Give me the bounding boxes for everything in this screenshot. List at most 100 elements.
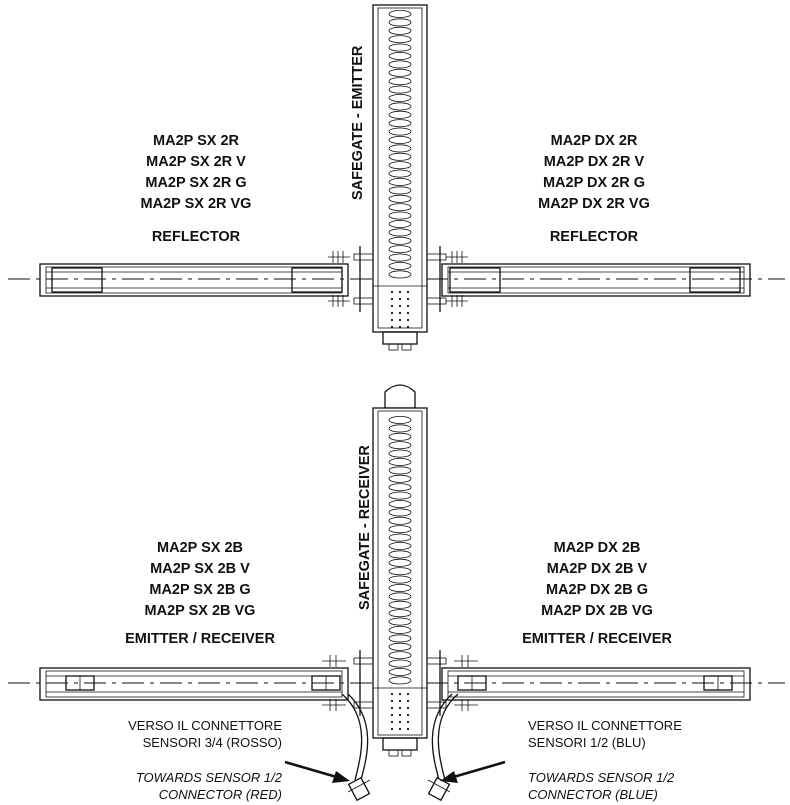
vent-dot xyxy=(390,720,394,724)
model-label: MA2P DX 2R G xyxy=(543,175,645,191)
receiver-column xyxy=(372,384,428,757)
vent-dot xyxy=(398,311,402,315)
led-element xyxy=(388,533,412,542)
led-element xyxy=(388,203,412,212)
type-label: EMITTER / RECEIVER xyxy=(125,631,275,647)
type-label: EMITTER / RECEIVER xyxy=(522,631,672,647)
led-element xyxy=(388,474,412,483)
top-brackets xyxy=(328,246,468,312)
vent-dot xyxy=(390,699,394,703)
note-line: TOWARDS SENSOR 1/2 xyxy=(528,770,675,785)
model-label: MA2P SX 2R V xyxy=(146,154,246,170)
led-element xyxy=(388,499,412,508)
led-element xyxy=(388,85,412,94)
led-element xyxy=(388,609,412,618)
top-left-labels: MA2P SX 2R MA2P SX 2R V MA2P SX 2R G MA2… xyxy=(141,133,252,245)
led-element xyxy=(388,491,412,500)
vent-dot xyxy=(390,290,394,294)
model-label: MA2P DX 2B VG xyxy=(541,603,653,619)
top-assembly: SAFEGATE - EMITTER MA2P SX 2R MA2P SX 2R… xyxy=(8,4,785,351)
vent-dot xyxy=(406,290,410,294)
led-element xyxy=(388,169,412,178)
top-left-reflector-bar xyxy=(39,263,349,297)
bottom-brackets xyxy=(322,650,478,716)
vent-dot xyxy=(406,727,410,731)
model-label: MA2P SX 2B VG xyxy=(145,603,256,619)
led-element xyxy=(388,567,412,576)
led-element xyxy=(388,542,412,551)
led-element xyxy=(388,94,412,103)
vent-dot xyxy=(406,304,410,308)
led-element xyxy=(388,144,412,153)
right-cable xyxy=(427,693,459,802)
model-label: MA2P DX 2B G xyxy=(546,582,648,598)
led-element xyxy=(388,152,412,161)
vent-dot xyxy=(398,290,402,294)
vent-dot xyxy=(406,706,410,710)
led-element xyxy=(388,550,412,559)
vent-dot xyxy=(398,304,402,308)
led-element xyxy=(388,35,412,44)
led-element xyxy=(388,659,412,668)
led-element xyxy=(388,575,412,584)
led-element xyxy=(388,508,412,517)
model-label: MA2P SX 2B G xyxy=(149,582,250,598)
led-element xyxy=(388,261,412,270)
vent-dot xyxy=(406,318,410,322)
led-element xyxy=(388,432,412,441)
led-element xyxy=(388,483,412,492)
vent-dot xyxy=(398,692,402,696)
bottom-right-bar xyxy=(441,667,751,701)
receiver-column-title: SAFEGATE - RECEIVER xyxy=(357,445,373,610)
vent-dot xyxy=(406,311,410,315)
vent-dot xyxy=(398,325,402,329)
vent-dot xyxy=(406,699,410,703)
note-line: VERSO IL CONNETTORE xyxy=(128,718,282,733)
note-line: TOWARDS SENSOR 1/2 xyxy=(136,770,283,785)
led-element xyxy=(388,177,412,186)
bottom-left-bar xyxy=(39,667,349,701)
vent-dot xyxy=(398,318,402,322)
vent-dot xyxy=(398,297,402,301)
led-element xyxy=(388,43,412,52)
led-element xyxy=(388,584,412,593)
vent-dot xyxy=(390,706,394,710)
vent-dot xyxy=(390,692,394,696)
led-element xyxy=(388,617,412,626)
model-label: MA2P SX 2B xyxy=(157,540,243,556)
led-element xyxy=(388,77,412,86)
led-element xyxy=(388,634,412,643)
led-element xyxy=(388,642,412,651)
led-element xyxy=(388,525,412,534)
vent-dot xyxy=(398,720,402,724)
emitter-column xyxy=(372,4,428,351)
led-element xyxy=(388,194,412,203)
led-element xyxy=(388,600,412,609)
model-label: MA2P DX 2B V xyxy=(547,561,648,577)
led-element xyxy=(388,18,412,27)
vent-dot xyxy=(406,325,410,329)
left-arrow xyxy=(284,760,350,783)
vent-dot xyxy=(406,297,410,301)
vent-dot xyxy=(390,713,394,717)
note-line: SENSORI 1/2 (BLU) xyxy=(528,735,646,750)
note-line: VERSO IL CONNETTORE xyxy=(528,718,682,733)
led-element xyxy=(388,219,412,228)
led-element xyxy=(388,60,412,69)
left-connector-note: VERSO IL CONNETTORE SENSORI 3/4 (ROSSO) … xyxy=(128,718,283,802)
led-element xyxy=(388,135,412,144)
note-line: CONNECTOR (RED) xyxy=(159,787,282,802)
led-element xyxy=(388,558,412,567)
bottom-assembly: SAFEGATE - RECEIVER MA2P SX 2B MA2P SX 2… xyxy=(8,384,785,802)
vent-dot xyxy=(390,311,394,315)
vent-dot xyxy=(406,720,410,724)
bottom-left-labels: MA2P SX 2B MA2P SX 2B V MA2P SX 2B G MA2… xyxy=(125,540,275,647)
led-element xyxy=(388,211,412,220)
led-element xyxy=(388,441,412,450)
led-element xyxy=(388,457,412,466)
vent-dot xyxy=(390,304,394,308)
vent-dot xyxy=(390,325,394,329)
note-line: SENSORI 3/4 (ROSSO) xyxy=(143,735,282,750)
led-element xyxy=(388,424,412,433)
